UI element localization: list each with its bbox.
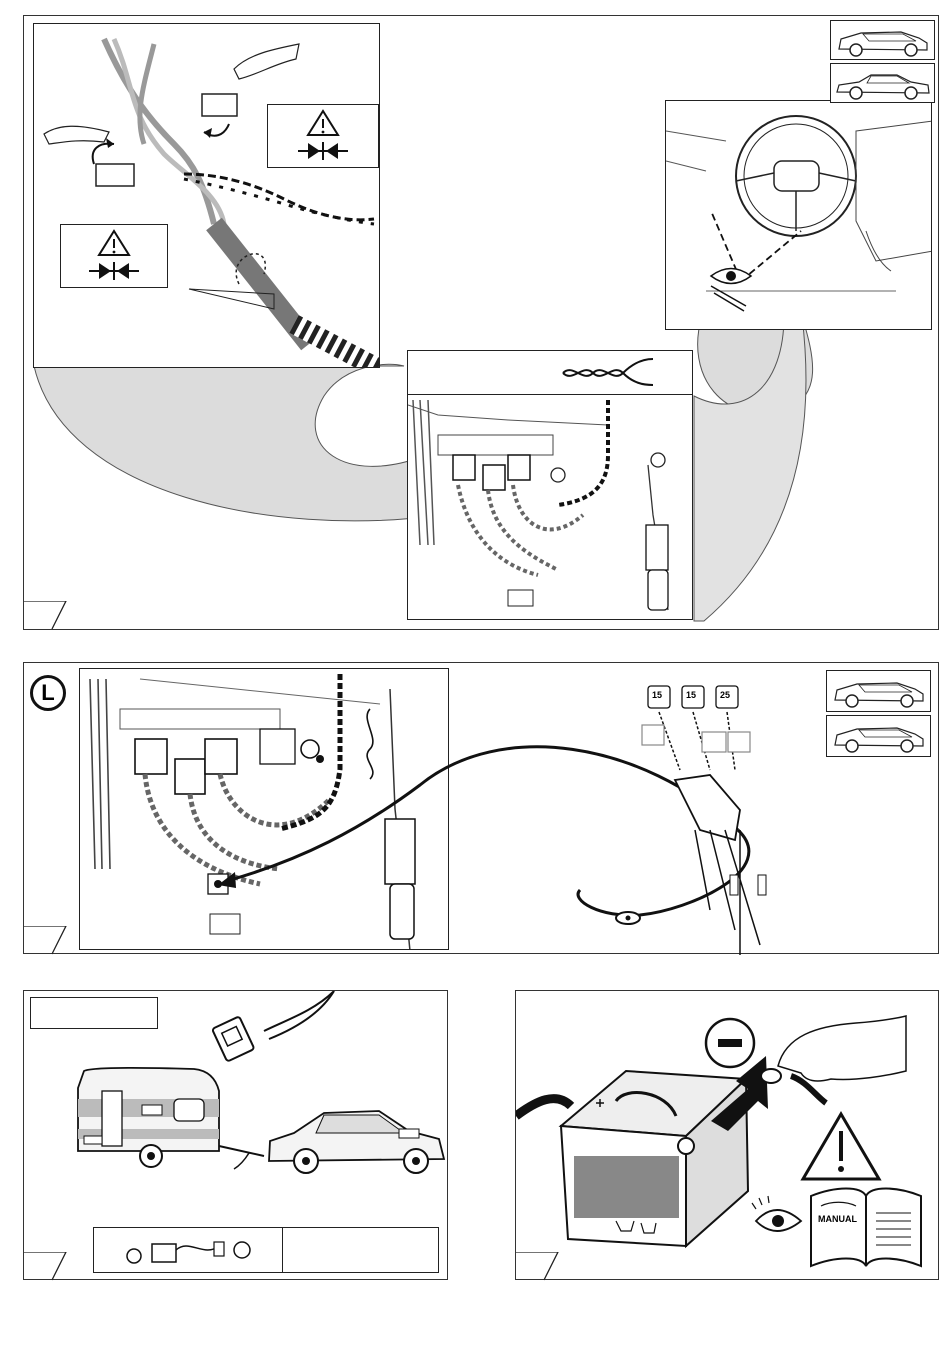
warning-box-right [267, 104, 379, 168]
warning-triangle-icon [99, 231, 129, 255]
warning-triangle-icon [308, 111, 338, 135]
vehicle-thumb-estate-middle-2 [826, 715, 931, 757]
ground-wire-arrow [0, 660, 950, 960]
sedan-car-icon [837, 75, 929, 99]
vehicle-thumb-sedan-top [830, 63, 935, 103]
info-box [93, 1227, 439, 1273]
battery-disconnect-drawing [516, 991, 940, 1281]
press-arrows-icon [298, 142, 348, 160]
warning-triangle-icon [803, 1114, 879, 1179]
trailer-plug-icon [212, 1016, 254, 1061]
manual-book-icon [811, 1189, 921, 1267]
warning-box-left [60, 224, 168, 288]
vehicle-thumb-estate-top [830, 20, 935, 60]
minus-terminal-icon [706, 1019, 754, 1067]
step-panel-bottom-right: MANUAL [515, 990, 939, 1280]
fusebox-drawing [408, 395, 693, 620]
fuse-assembly: 15 15 25 [640, 680, 770, 955]
fuse-label-1: 15 [652, 690, 662, 700]
eye-icon [752, 1196, 801, 1231]
estate-car-icon [835, 683, 923, 707]
manual-text: MANUAL [818, 1214, 857, 1224]
dashboard-drawing [666, 101, 932, 330]
inset-fusebox-top [407, 394, 693, 620]
fuse-label-3: 25 [720, 690, 730, 700]
inset-twisted-pair-label [407, 350, 693, 395]
eye-icon [711, 269, 751, 312]
test-sequence-icons [94, 1228, 282, 1272]
twisted-pair-icon [563, 359, 653, 385]
press-arrows-icon [89, 262, 139, 280]
step-number-mark [24, 1252, 74, 1282]
inset-wiring-detail [33, 23, 380, 368]
step-panel-bottom-left [23, 990, 448, 1280]
caravan-towing-drawing [24, 991, 449, 1221]
step-number-mark [24, 601, 74, 631]
estate-car-icon [839, 32, 927, 56]
wire-harness-drawing [34, 24, 380, 368]
fuse-label-2: 15 [686, 690, 696, 700]
vehicle-thumb-estate-middle [826, 670, 931, 712]
estate-car-icon [835, 728, 923, 752]
inset-car-interior [665, 100, 932, 330]
info-box-divider [282, 1228, 283, 1272]
